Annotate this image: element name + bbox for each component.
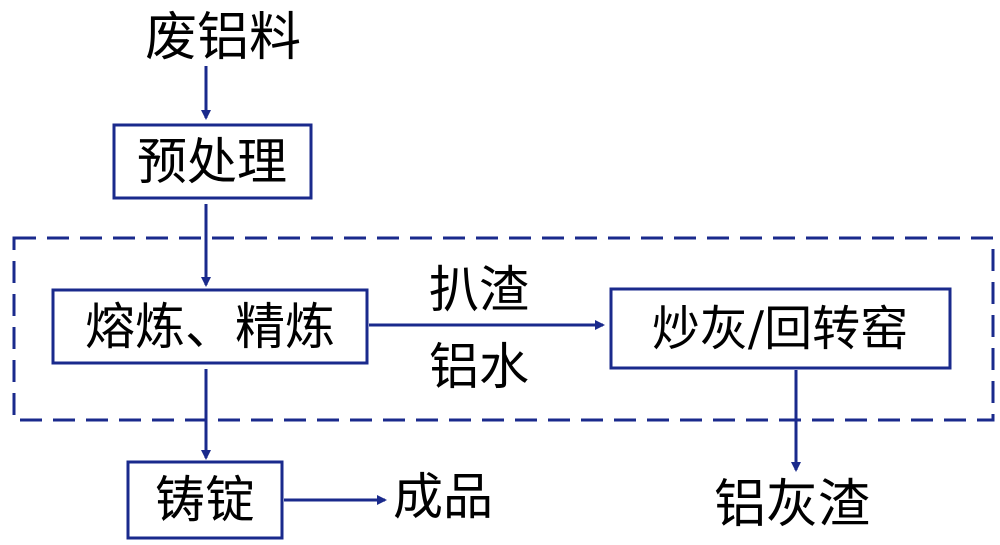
smelting-box bbox=[51, 288, 369, 365]
pretreatment-box bbox=[112, 123, 313, 200]
casting-label: 铸锭 bbox=[155, 471, 255, 529]
smelting-label: 熔炼、精炼 bbox=[85, 298, 335, 356]
dross-label: 铝灰渣 bbox=[714, 475, 870, 535]
ash-processing-box bbox=[609, 287, 952, 370]
input-label: 废铝料 bbox=[145, 8, 301, 68]
product-label: 成品 bbox=[393, 468, 493, 526]
process-boundary-dashed bbox=[12, 236, 995, 422]
casting-box bbox=[126, 460, 284, 540]
ash-processing-label: 炒灰/回转窑 bbox=[652, 301, 908, 357]
edge-label-top: 扒渣 bbox=[429, 261, 529, 319]
pretreatment-label: 预处理 bbox=[137, 133, 287, 191]
edge-label-bottom: 铝水 bbox=[429, 338, 529, 396]
